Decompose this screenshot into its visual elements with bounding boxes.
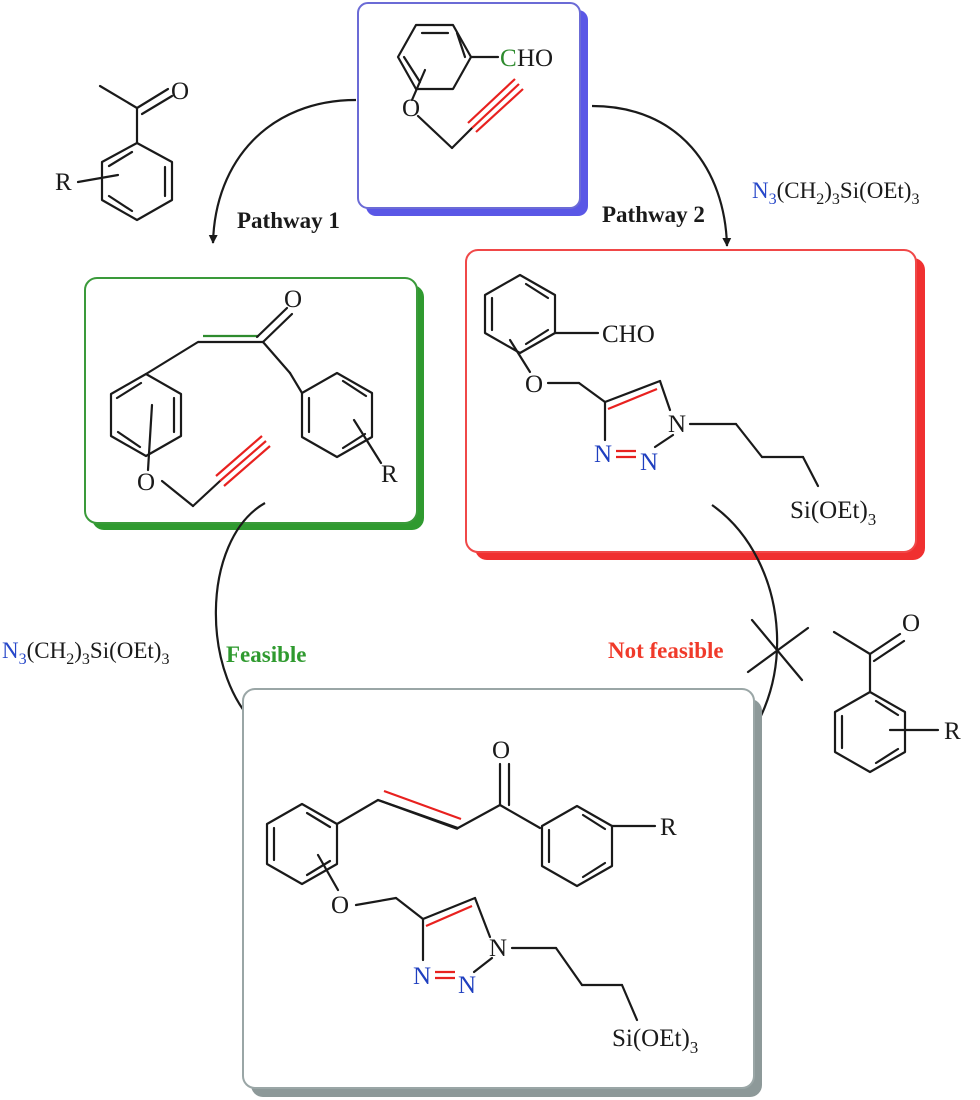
start-carbonyl-c: C: [500, 45, 517, 72]
pathway2-label: Pathway 2: [602, 202, 705, 227]
start-ether-oxygen: O: [402, 95, 420, 122]
azide-reagent-top: N3(CH2)3Si(OEt)3: [752, 178, 919, 208]
chalcone-r: R: [381, 461, 398, 488]
intermediate-aldehyde: CHO: [602, 321, 655, 348]
start-carbonyl-ho: HO: [517, 45, 553, 72]
product-carbonyl-oxygen: O: [492, 737, 510, 764]
pathway1-box-frame: [84, 277, 418, 524]
product-n3: N: [413, 963, 431, 990]
pathway1-label: Pathway 1: [237, 208, 340, 233]
acetophenone-right-r: R: [944, 718, 961, 745]
product-silyl: Si(OEt)3: [612, 1025, 698, 1057]
blocked-cross-mark: [746, 618, 810, 682]
chalcone-carbonyl-oxygen: O: [284, 286, 302, 313]
not-feasible-label: Not feasible: [608, 638, 724, 663]
acetophenone-top-oxygen: O: [171, 78, 189, 105]
acetophenone-top: O R: [55, 78, 189, 222]
acetophenone-top-r: R: [55, 169, 72, 196]
product-box: [242, 688, 762, 1097]
feasible-arrow: [214, 502, 266, 731]
pathway2-intermediate: CHO O N N N Si(OEt)3: [483, 273, 876, 529]
pathway1-arrow: [208, 98, 357, 244]
pathway1-chalcone: O O R: [109, 286, 398, 508]
start-molecule: C HO O: [396, 23, 553, 150]
intermediate-ether-oxygen: O: [525, 371, 543, 398]
product-r: R: [660, 814, 677, 841]
acetophenone-right: O R: [832, 610, 961, 774]
azide-reagent-left: N3(CH2)3Si(OEt)3: [2, 638, 169, 668]
pathway2-arrow: [591, 104, 732, 247]
feasible-label: Feasible: [226, 642, 307, 667]
intermediate-n1: N: [668, 411, 686, 438]
acetophenone-right-oxygen: O: [902, 610, 920, 637]
product-ether-oxygen: O: [331, 892, 349, 919]
product-molecule: O R O N N N Si(OEt)3: [265, 737, 698, 1057]
start-material-box: [357, 2, 588, 216]
pathway2-box-frame: [465, 249, 917, 553]
intermediate-n3: N: [594, 441, 612, 468]
pathway1-box: [84, 277, 424, 530]
intermediate-n2: N: [640, 449, 658, 476]
product-box-frame: [242, 688, 755, 1089]
start-box: [357, 2, 581, 209]
intermediate-silyl: Si(OEt)3: [790, 497, 876, 529]
chalcone-ether-oxygen: O: [137, 469, 155, 496]
product-n1: N: [489, 935, 507, 962]
product-n2: N: [458, 972, 476, 999]
